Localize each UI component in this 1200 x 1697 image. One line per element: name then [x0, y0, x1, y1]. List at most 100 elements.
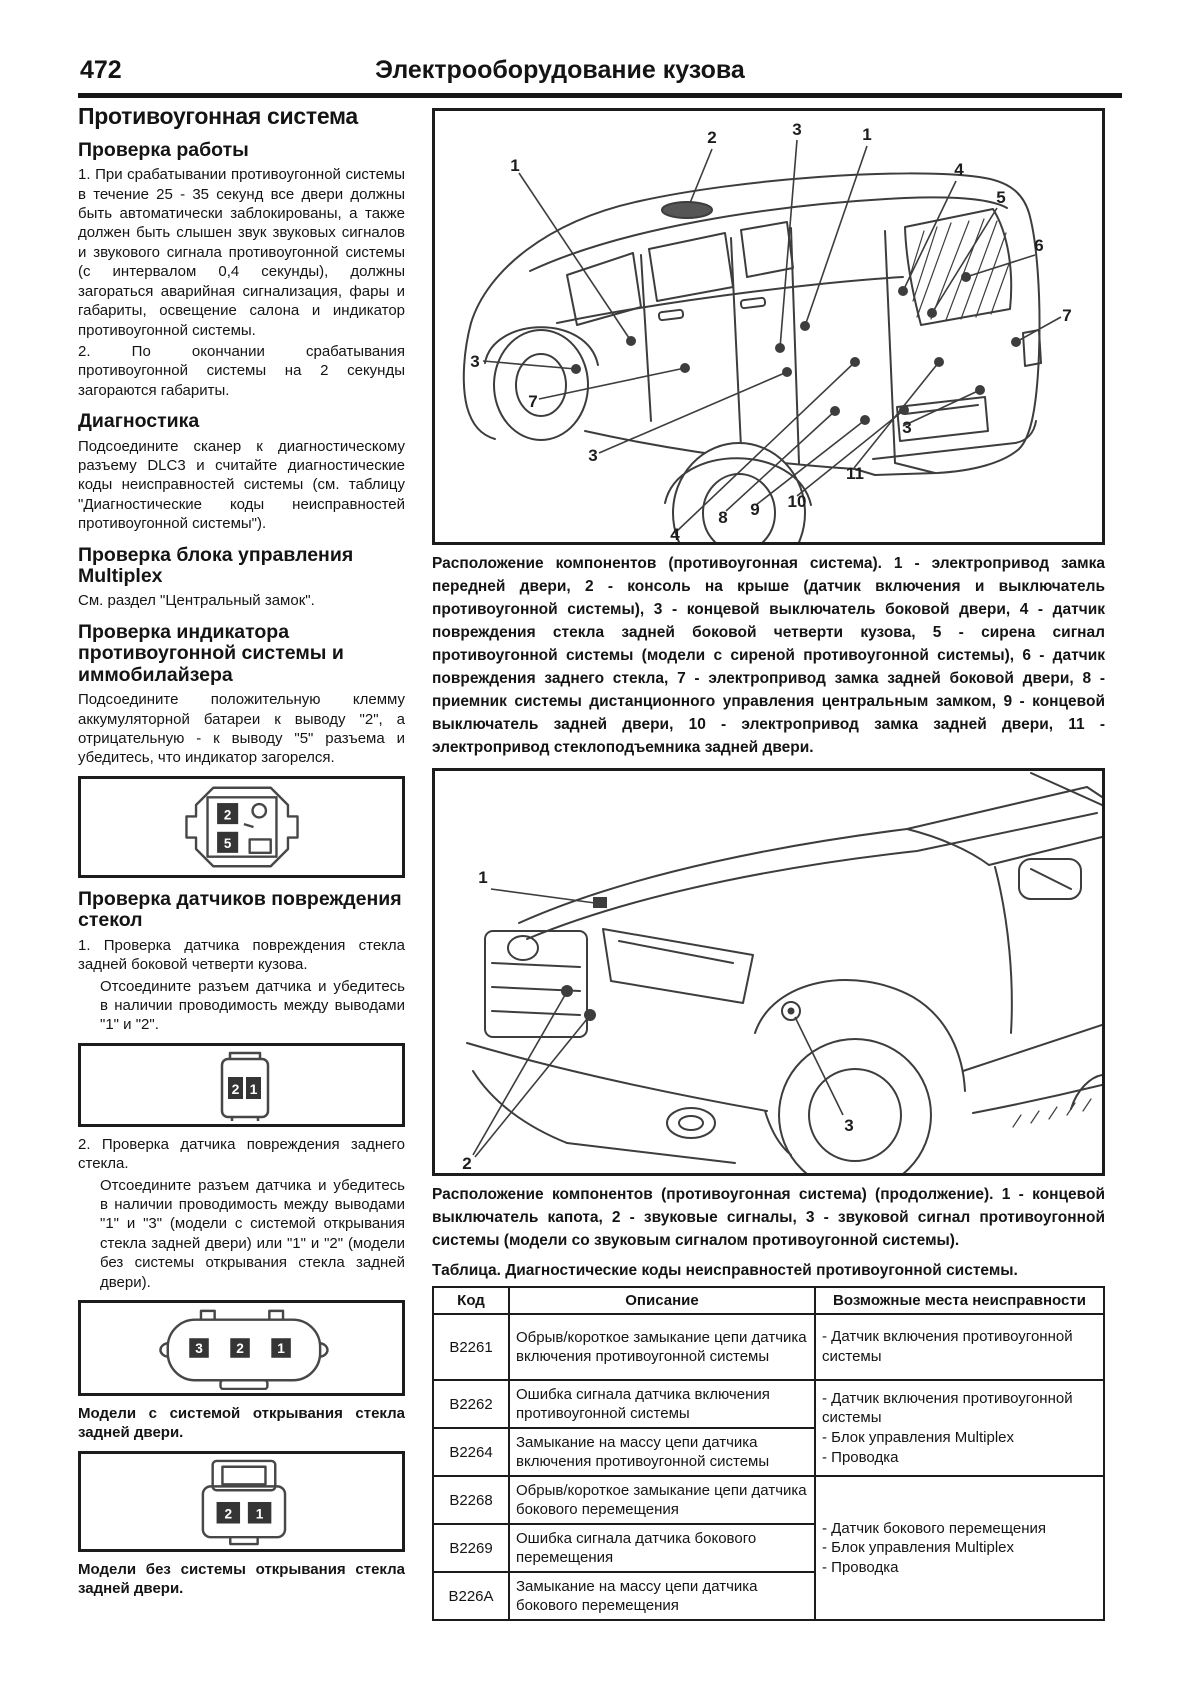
pin-box	[270, 1338, 291, 1358]
page-header: Электрооборудование кузова	[375, 56, 745, 84]
dtc-code: B2261	[432, 1313, 510, 1382]
table-row: B226A Замыкание на массу цепи датчика бо…	[432, 1571, 1104, 1622]
callout-label: 7	[528, 392, 537, 411]
pin-label: 2	[231, 1081, 239, 1097]
roof-console	[661, 201, 713, 219]
dtc-code: B2262	[432, 1379, 510, 1430]
callout-label: 5	[996, 188, 1005, 207]
callout-label: 2	[707, 128, 716, 147]
license-plate	[896, 396, 989, 442]
callout-label: 2	[462, 1154, 471, 1173]
paragraph: 1. Проверка датчика повреждения стекла з…	[78, 936, 405, 974]
callout-label: 8	[718, 508, 727, 527]
connector-figure-rear-glass-2pin: 2 1	[78, 1450, 405, 1552]
fog-lamp	[666, 1107, 716, 1139]
col-header-fault: Возможные места неисправности	[814, 1285, 1105, 1316]
dtc-fault: - Датчик бокового перемещения - Блок упр…	[814, 1475, 1105, 1622]
table-row: B2269 Ошибка сигнала датчика бокового пе…	[432, 1523, 1104, 1574]
paragraph: Подсоедините положительную клемму аккуму…	[78, 691, 405, 767]
pin-box	[227, 1076, 243, 1099]
pin-label: 1	[255, 1506, 263, 1521]
callout-label: 3	[792, 120, 801, 139]
dtc-code: B2269	[432, 1523, 510, 1574]
figure-anti-theft-components-front: 1 2 3	[432, 768, 1105, 1176]
paragraph: Подсоедините сканер к диагностическому р…	[78, 437, 405, 533]
right-column: 1 2 3 1 4 5 6 7 3 7 3 4 8 9 10 11 3 Расп…	[432, 108, 1105, 1622]
pin-box	[247, 1501, 271, 1524]
pin-box	[216, 802, 238, 824]
figure-caption-front: Расположение компонентов (противоугонная…	[432, 1186, 1105, 1249]
paragraph: Отсоедините разъем датчика и убедитесь в…	[100, 1176, 405, 1291]
dtc-desc: Замыкание на массу цепи датчика бокового…	[508, 1571, 816, 1622]
heading-multiplex-check: Проверка блока управления Multiplex	[78, 543, 354, 588]
pin-label: 2	[224, 1506, 232, 1521]
roof-rail	[529, 196, 1008, 272]
dtc-desc: Ошибка сигнала датчика включения противо…	[508, 1379, 816, 1430]
page-number: 472	[80, 56, 122, 84]
wheel-arch	[754, 979, 966, 1092]
callout-label: 3	[902, 418, 911, 437]
callout-label: 1	[862, 125, 871, 144]
connector-drawing-3-2-1: 3 2 1	[158, 1309, 329, 1390]
dtc-code: B2268	[432, 1475, 510, 1526]
header-divider	[78, 93, 1122, 98]
heading-glass-sensors-check: Проверка датчиков повреждения стекол	[78, 887, 402, 932]
dtc-desc: Обрыв/короткое замыкание цепи датчика вк…	[508, 1313, 816, 1382]
hood-line	[518, 786, 1088, 924]
table-row: B2261 Обрыв/короткое замыкание цепи датч…	[432, 1313, 1105, 1382]
component-markers	[561, 897, 795, 1021]
dtc-desc: Замыкание на массу цепи датчика включени…	[508, 1427, 816, 1478]
pin-label: 1	[277, 1341, 285, 1356]
paragraph: Отсоедините разъем датчика и убедитесь в…	[100, 977, 405, 1034]
headlight	[602, 928, 754, 1004]
fender-sensor	[781, 1001, 801, 1021]
figure-caption-rear: Расположение компонентов (противоугонная…	[432, 555, 1105, 756]
car-body-outline	[470, 172, 1041, 476]
callout-label: 1	[478, 868, 487, 887]
table-row: B2264 Замыкание на массу цепи датчика вк…	[432, 1427, 1104, 1478]
belt-line	[556, 276, 904, 324]
car-front-diagram: 1 2 3	[462, 772, 1102, 1173]
front-wheel	[778, 1038, 932, 1173]
pin-label: 2	[223, 807, 230, 822]
pin-box	[188, 1338, 209, 1358]
col-header-desc: Описание	[508, 1285, 816, 1316]
pin-box	[245, 1076, 261, 1099]
paragraph: 2. Проверка датчика повреждения заднего …	[78, 1135, 405, 1173]
rear-door-window	[648, 232, 734, 302]
dtc-desc: Ошибка сигнала датчика бокового перемеще…	[508, 1523, 816, 1574]
paragraph: См. раздел "Центральный замок".	[78, 592, 315, 610]
col-header-code: Код	[432, 1285, 510, 1316]
section-title: Противоугонная система	[78, 103, 358, 129]
rear-window	[904, 208, 1013, 326]
pin-label: 2	[236, 1341, 244, 1356]
grille	[484, 930, 588, 1038]
callout-label: 4	[670, 525, 680, 542]
rear-bumper	[872, 420, 1037, 460]
figure-label-with-system: Модели с системой открывания стекла задн…	[78, 1404, 405, 1442]
callout-label: 3	[470, 352, 479, 371]
leader-lines	[482, 139, 1062, 532]
connector-outline	[184, 786, 299, 868]
connector-figure-quarter-glass: 2 1	[78, 1042, 405, 1127]
callout-label: 4	[954, 160, 964, 179]
paragraph: 2. По окончании срабатывания противоугон…	[78, 342, 405, 399]
paragraph: 1. При срабатывании противоугонной систе…	[78, 166, 405, 339]
callout-label: 9	[750, 500, 759, 519]
pin-box	[216, 1501, 240, 1524]
leader-lines	[472, 888, 844, 1158]
heading-operation-check: Проверка работы	[78, 138, 249, 161]
dtc-code: B226A	[432, 1571, 510, 1622]
connector-figure-indicator: 2 5	[78, 775, 405, 878]
dtc-code: B2264	[432, 1427, 510, 1478]
callout-label: 11	[846, 464, 864, 483]
tail-lamp	[1022, 329, 1042, 367]
front-bumper	[466, 1042, 768, 1112]
figure-anti-theft-components-rear: 1 2 3 1 4 5 6 7 3 7 3 4 8 9 10 11 3	[432, 108, 1105, 545]
pin-box	[229, 1338, 250, 1358]
heading-diagnostics: Диагностика	[78, 410, 200, 433]
callout-label: 10	[788, 492, 807, 511]
connector-drawing-2-5: 2 5	[184, 786, 299, 868]
callout-label: 1	[510, 156, 519, 175]
connector-drawing-2-1: 2 1	[220, 1051, 269, 1121]
